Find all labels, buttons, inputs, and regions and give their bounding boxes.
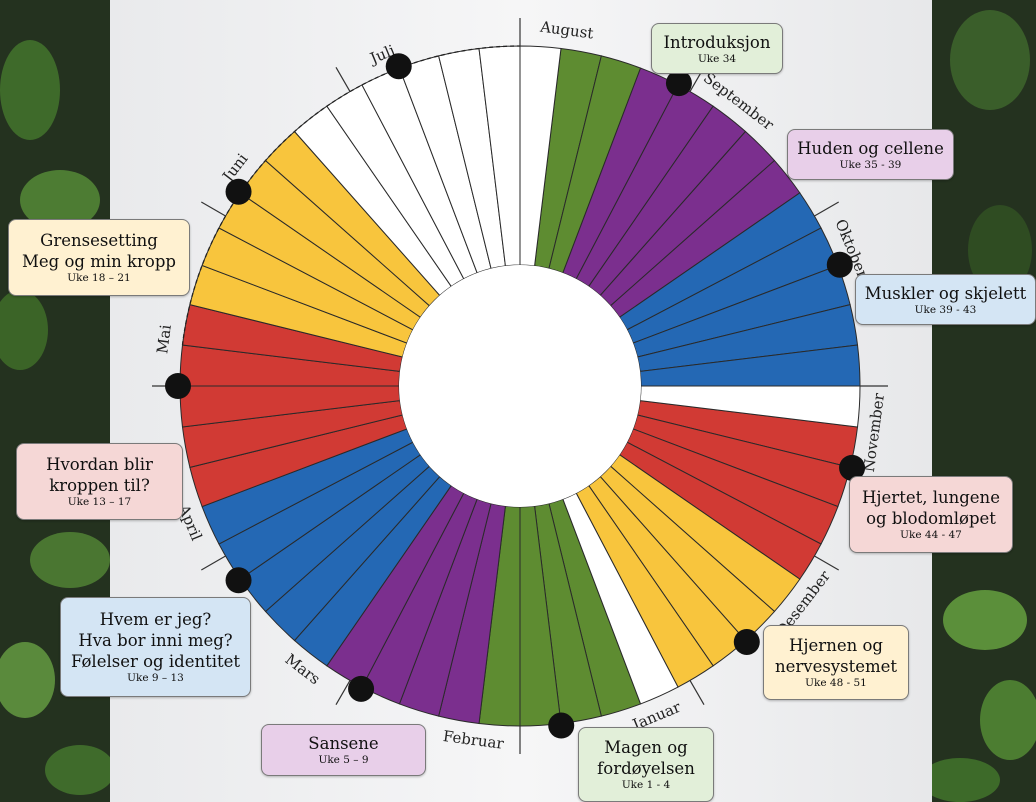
outer-ring (181, 45, 521, 346)
callout-pointer (348, 675, 375, 702)
wheel-center (399, 265, 641, 507)
callout-title: Muskler og skjelett (864, 283, 1027, 303)
month-tick (201, 201, 226, 217)
callout-title: Huden og cellene (797, 138, 944, 158)
callout-title: Sansene (308, 734, 379, 753)
callout-weeks: Uke 39 - 43 (914, 303, 977, 316)
foliage-left (0, 40, 115, 795)
month-tick (689, 680, 705, 705)
callout-weeks: Uke 35 - 39 (839, 158, 902, 171)
month-tick (335, 67, 351, 92)
callout-pointer (826, 251, 853, 278)
month-label: Februar (442, 727, 506, 753)
callout-weeks: Uke 34 (697, 52, 737, 65)
callout-pointer (165, 373, 191, 399)
callout-pointer (839, 454, 866, 481)
callout-weeks: Uke 13 – 17 (67, 496, 132, 508)
callout-weeks: Uke 1 - 4 (621, 779, 671, 791)
callout-title: Magen og fordøyelsen (597, 738, 695, 778)
summer-arc (181, 45, 521, 346)
callout-weeks: Uke 5 – 9 (318, 754, 369, 766)
callout-title: Hjernen og nervesystemet (774, 636, 898, 676)
month-tick (814, 201, 839, 217)
callout-pointer (548, 712, 575, 739)
callout-weeks: Uke 18 – 21 (67, 272, 131, 284)
callout-pointer (665, 70, 692, 97)
callout-pointer (385, 53, 412, 80)
month-label: Mai (153, 323, 175, 354)
wheel-slices (179, 45, 861, 727)
callout-weeks: Uke 44 - 47 (900, 529, 962, 541)
callout-title: Hvem er jeg? Hva bor inni meg? Følelser … (70, 610, 241, 671)
callout-weeks: Uke 48 - 51 (805, 677, 867, 689)
callout-hvem-er-jeg: Hvem er jeg? Hva bor inni meg? Følelser … (60, 597, 251, 697)
callout-hvordan-blir: Hvordan blir kroppen til?Uke 13 – 17 (16, 443, 183, 520)
month-label: August (538, 18, 594, 43)
callout-title: Hjertet, lungene og blodomløpet (862, 488, 1000, 528)
month-tick (335, 680, 351, 705)
foliage-right (920, 10, 1036, 802)
callout-pointer (733, 628, 760, 655)
callout-pointers (165, 53, 866, 739)
callout-title: Introduksjon (663, 32, 771, 52)
month-tick (201, 555, 226, 571)
callout-title: Grensesetting Meg og min kropp (22, 231, 176, 271)
month-tick (814, 555, 839, 571)
callout-title: Hvordan blir kroppen til? (46, 455, 153, 495)
month-label: November (860, 391, 888, 473)
callout-pointer (225, 178, 252, 205)
callout-pointer (225, 567, 252, 594)
callout-weeks: Uke 9 – 13 (127, 672, 184, 684)
